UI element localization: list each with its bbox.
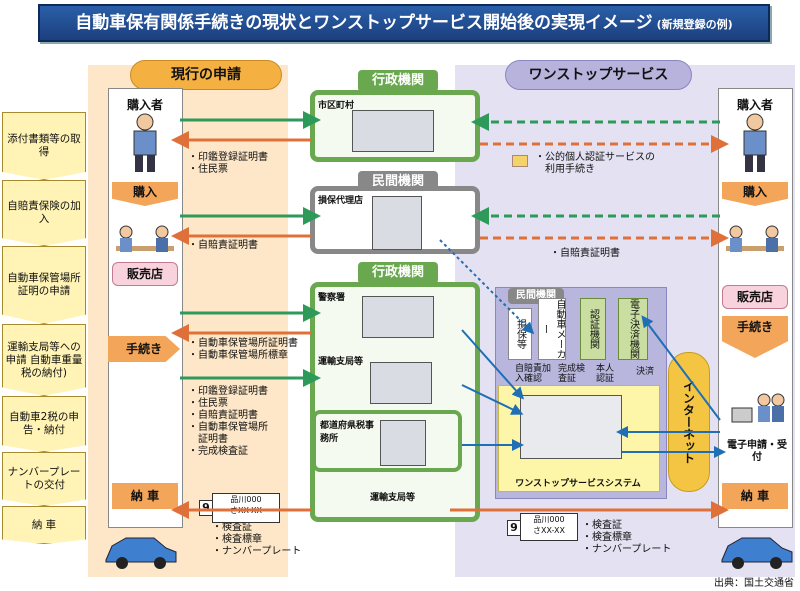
current-label: 現行の申請 xyxy=(130,60,282,90)
note-left-1: ・印鑑登録証明書・住民票 xyxy=(188,152,268,175)
car-icon-right xyxy=(721,537,793,569)
prefecture-label: 都道府県税事務所 xyxy=(320,421,375,444)
system-label: ワンストップサービスシステム xyxy=(515,479,641,489)
step-2: 自賠責保険の加入 xyxy=(2,180,86,246)
epay-org: 電子決済機関 xyxy=(618,298,648,360)
left-procedure: 手続き xyxy=(108,336,180,362)
city-label: 市区町村 xyxy=(318,101,355,111)
plate-text-1-right: 品川000 xyxy=(533,515,565,524)
card-icon xyxy=(512,155,528,167)
step-6: ナンバープレートの交付 xyxy=(2,452,86,506)
arrow-b-police xyxy=(461,329,524,400)
plate-text-1: 品川000 xyxy=(230,495,262,504)
step-7: 納 車 xyxy=(2,506,86,544)
flow-4: 決済 xyxy=(636,367,655,377)
dealer-meeting-icon-right xyxy=(726,225,784,252)
plate-text-2-right: さXX-XX xyxy=(532,526,565,535)
arrow-b-ins xyxy=(439,239,535,335)
left-buyer: 購入者 xyxy=(126,98,163,112)
step-3: 自動車保管場所証明の申請 xyxy=(2,246,86,324)
buyer-icon-right xyxy=(743,113,767,172)
city-building-icon xyxy=(352,110,434,152)
step-column: 添付書類等の取得 自賠責保険の加入 自動車保管場所証明の申請 運輸支局等への申請… xyxy=(2,112,86,544)
right-delivery: 納 車 xyxy=(722,483,788,509)
step-5: 自動車2税の申告・納付 xyxy=(2,396,86,452)
arrow-b-epay xyxy=(641,315,721,421)
flow-2: 完成検査証 xyxy=(558,364,586,384)
plate-num: 9 xyxy=(199,500,213,516)
server-icon xyxy=(520,395,622,459)
note-right-1: ・公的個人認証サービスの 利用手続き xyxy=(535,152,655,175)
police-label: 警察署 xyxy=(318,293,346,303)
arrow-b-transport xyxy=(461,384,524,415)
transport2-label: 運輸支局等 xyxy=(370,493,416,503)
gov-label-2: 行政機関 xyxy=(358,262,438,284)
car-icon xyxy=(105,537,177,569)
left-lane xyxy=(108,88,183,528)
title-main: 自動車保有関係手続きの現状とワンストップサービス開始後の実現イメージ xyxy=(75,13,653,33)
step-4: 運輸支局等への申請 自動車重量税の納付) xyxy=(2,324,86,396)
page-title: 自動車保有関係手続きの現状とワンストップサービス開始後の実現イメージ(新規登録の… xyxy=(38,4,770,42)
plate-num-right: 9 xyxy=(507,520,521,536)
flow-3: 本人認証 xyxy=(596,364,615,384)
flow-1: 自賠責加入確認 xyxy=(515,364,552,384)
right-e-apply: 電子申請・受付 xyxy=(727,440,787,463)
transport-label: 運輸支局等 xyxy=(318,357,364,367)
insurance-label: 損保代理店 xyxy=(318,196,364,206)
dealer-meeting-icon xyxy=(116,225,174,252)
note-right-2: ・自賠責証明書 xyxy=(550,248,620,259)
left-dealer: 販売店 xyxy=(112,262,178,286)
computer-people-icon xyxy=(731,393,785,423)
internet-pill: インターネット xyxy=(668,352,710,492)
right-buyer: 購入者 xyxy=(736,98,773,112)
note-left-5: ・検査証・検査標章・ナンバープレート xyxy=(212,522,302,557)
right-dealer: 販売店 xyxy=(722,285,788,309)
title-sub: (新規登録の例) xyxy=(656,18,733,31)
insurance-building-icon xyxy=(372,196,422,250)
note-left-4: ・印鑑登録証明書・住民票・自賠責証明書・自動車保管場所 証明書・完成検査証 xyxy=(188,386,268,457)
note-right-5: ・検査証・検査標章・ナンバープレート xyxy=(582,520,672,555)
police-building-icon xyxy=(362,296,434,338)
plate-right: 9 品川000 さXX-XX xyxy=(507,513,578,541)
buyer-icon xyxy=(133,113,157,172)
onestop-label: ワンストップサービス xyxy=(505,60,692,90)
note-left-3: ・自動車保管場所証明書・自動車保管場所標章 xyxy=(188,338,298,361)
plate-left: 9 品川000 さXX-XX xyxy=(199,493,280,523)
source-credit: 出典：国土交通省 xyxy=(714,578,794,589)
maker-org: 自動車メーカー xyxy=(538,298,566,360)
step-1: 添付書類等の取得 xyxy=(2,112,86,180)
left-delivery: 納 車 xyxy=(112,483,178,509)
prefecture-building-icon xyxy=(380,420,426,466)
auth-org: 認証機関 xyxy=(580,298,606,360)
transport-building-icon xyxy=(370,362,432,404)
note-left-2: ・自賠責証明書 xyxy=(188,240,258,251)
gov-label-1: 行政機関 xyxy=(358,70,438,92)
